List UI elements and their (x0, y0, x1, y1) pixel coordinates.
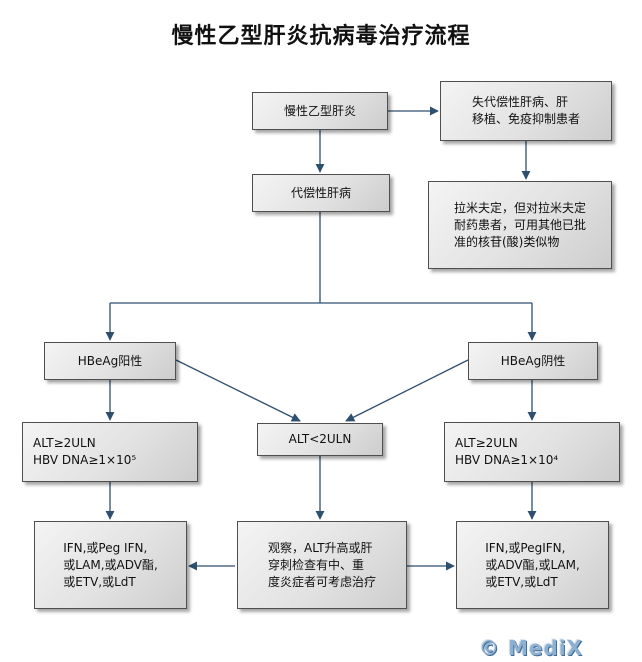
node-line: 移植、免疫抑制患者 (471, 112, 580, 126)
node-line: 拉米夫定，但对拉米夫定 (453, 200, 586, 215)
node-alt-high-negative: ALT≥2ULN HBV DNA≥1×10⁴ (444, 422, 620, 482)
node-hbeag-negative: HBeAg阴性 (468, 342, 598, 380)
node-line: 或LAM,或ADV酯, (63, 557, 158, 572)
node-line: IFN,或Peg IFN, (63, 540, 148, 555)
node-label: 慢性乙型肝炎 (283, 103, 356, 118)
arrow-pos-to-alt-low (175, 359, 301, 422)
node-line: 准的核苷(酸)类似物 (453, 234, 560, 249)
node-hbeag-positive: HBeAg阳性 (44, 342, 176, 380)
node-lamivudine-advice: 拉米夫定，但对拉米夫定 耐药患者，可用其他已批 准的核苷(酸)类似物 (428, 181, 612, 269)
node-label: HBeAg阴性 (500, 353, 566, 368)
watermark-logo: © MediX (479, 636, 584, 660)
node-treatment-positive: IFN,或Peg IFN, 或LAM,或ADV酯, 或ETV,或LdT (34, 521, 187, 609)
node-line: 耐药患者，可用其他已批 (453, 217, 586, 232)
node-alt-high-positive: ALT≥2ULN HBV DNA≥1×10⁵ (22, 422, 198, 482)
node-line: 或ADV酯,或LAM, (485, 557, 580, 572)
node-line: 穿刺检查有中、重 (267, 557, 364, 572)
arrow-neg-to-alt-low (345, 359, 469, 422)
node-line: 观察，ALT升高或肝 (267, 540, 373, 555)
node-line: HBV DNA≥1×10⁴ (455, 453, 559, 467)
node-label: 代偿性肝病 (290, 185, 351, 200)
node-line: HBV DNA≥1×10⁵ (33, 453, 137, 467)
node-compensated-liver-disease: 代偿性肝病 (252, 174, 390, 212)
node-line: 度炎症者可考虑治疗 (267, 574, 376, 589)
node-observe: 观察，ALT升高或肝 穿刺检查有中、重 度炎症者可考虑治疗 (237, 521, 407, 609)
page-title: 慢性乙型肝炎抗病毒治疗流程 (171, 23, 471, 49)
node-label: HBeAg阳性 (77, 353, 143, 368)
node-decompensated-liver-disease: 失代偿性肝病、肝 移植、免疫抑制患者 (440, 81, 612, 141)
node-label: ALT<2ULN (288, 432, 352, 446)
node-line: ALT≥2ULN (33, 436, 96, 450)
node-line: 或ETV,或LdT (63, 574, 136, 589)
node-treatment-negative: IFN,或PegIFN, 或ADV酯,或LAM, 或ETV,或LdT (456, 521, 609, 609)
node-alt-low: ALT<2ULN (257, 423, 383, 456)
node-line: 或ETV,或LdT (485, 574, 558, 589)
node-line: 失代偿性肝病、肝 (471, 95, 568, 109)
node-line: ALT≥2ULN (455, 436, 518, 450)
node-line: IFN,或PegIFN, (485, 540, 566, 555)
node-chronic-hepatitis-b: 慢性乙型肝炎 (252, 92, 388, 130)
